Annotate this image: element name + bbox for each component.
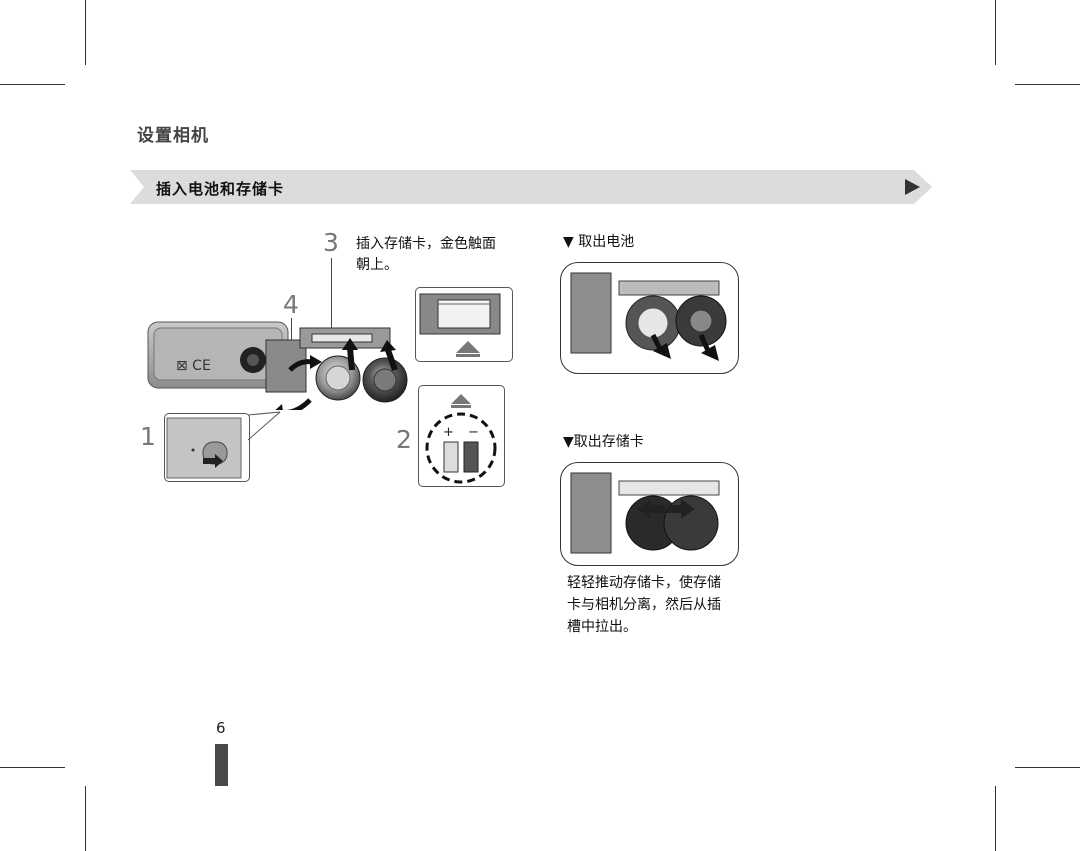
leader-line — [331, 258, 332, 330]
battery-polarity-inset — [418, 385, 505, 487]
crop-mark — [995, 0, 996, 65]
svg-text:⊠ CE: ⊠ CE — [176, 358, 211, 374]
step-number-4: 4 — [283, 290, 299, 319]
play-triangle-icon — [905, 179, 920, 195]
latch-inset — [164, 413, 250, 482]
page-tab-marker — [215, 744, 228, 786]
leader-line — [291, 318, 292, 354]
step3-caption-line: 朝上。 — [356, 257, 398, 273]
step3-caption-line: 插入存储卡，金色触面 — [356, 236, 496, 252]
remove-card-heading: ▼取出存储卡 — [563, 434, 644, 450]
section-title: 设置相机 — [137, 126, 209, 146]
crop-mark — [0, 84, 65, 85]
crop-mark — [85, 0, 86, 65]
crop-mark — [85, 786, 86, 851]
remove-card-caption-line: 轻轻推动存储卡，使存储 — [567, 575, 721, 591]
remove-card-caption: 轻轻推动存储卡，使存储 卡与相机分离，然后从插 槽中拉出。 — [567, 572, 721, 638]
crop-mark — [1015, 84, 1080, 85]
polarity-plus: + — [443, 425, 454, 440]
remove-battery-heading: ▼ 取出电池 — [563, 234, 635, 250]
step-number-3: 3 — [323, 228, 339, 257]
section-banner — [130, 170, 932, 204]
remove-card-figure — [560, 462, 739, 566]
step-number-2: 2 — [396, 425, 412, 454]
step-number-1: 1 — [140, 422, 156, 451]
camera-bottom-illustration: ⊠ CE — [147, 321, 408, 410]
polarity-minus: − — [468, 425, 479, 440]
page-number: 6 — [216, 719, 226, 737]
banner-title: 插入电池和存储卡 — [156, 180, 285, 198]
inset-pointer-lines — [247, 411, 281, 441]
crop-mark — [0, 767, 65, 768]
remove-card-caption-line: 卡与相机分离，然后从插 — [567, 597, 721, 613]
crop-mark — [995, 786, 996, 851]
card-slot-inset — [415, 287, 513, 362]
remove-battery-figure — [560, 262, 739, 374]
step3-caption: 插入存储卡，金色触面 朝上。 — [356, 234, 496, 276]
remove-card-caption-line: 槽中拉出。 — [567, 619, 637, 635]
crop-mark — [1015, 767, 1080, 768]
